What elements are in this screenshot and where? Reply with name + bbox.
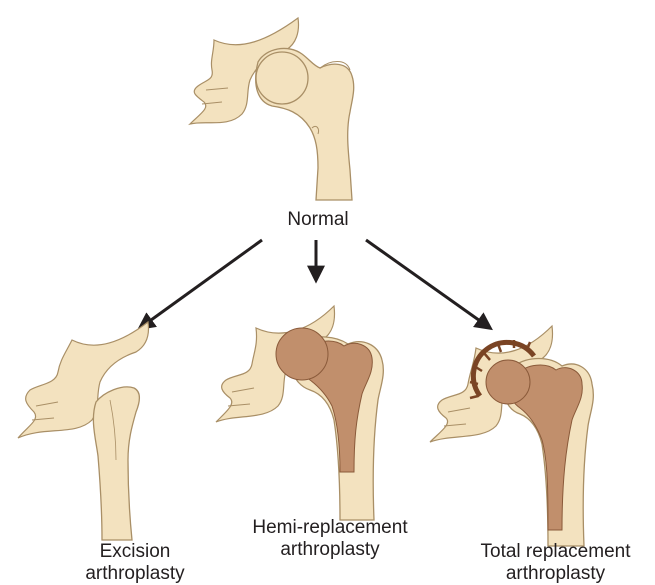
normal-femoral-head [256,52,308,104]
label-total-line2: arthroplasty [448,563,655,585]
label-excision-line2: arthroplasty [40,563,230,585]
label-normal-text: Normal [268,209,368,231]
excision-hip [18,322,149,540]
label-hemi-line1: Hemi-replacement [215,517,445,539]
label-hemi-replacement-arthroplasty: Hemi-replacement arthroplasty [215,517,445,561]
hemi-prosthetic-head [276,328,328,380]
label-total-line1: Total replacement [448,541,655,563]
excision-femur [93,387,139,540]
label-excision-line1: Excision [40,541,230,563]
label-excision-arthroplasty: Excision arthroplasty [40,541,230,585]
total-prosthetic-head [486,360,530,404]
label-total-replacement-arthroplasty: Total replacement arthroplasty [448,541,655,585]
label-hemi-line2: arthroplasty [215,539,445,561]
hemi-hip [216,306,383,520]
label-normal: Normal [268,209,368,231]
normal-hip [190,18,354,200]
total-hip [430,326,593,546]
arrow-to-total [366,240,490,328]
arrow-to-excision [140,240,262,328]
